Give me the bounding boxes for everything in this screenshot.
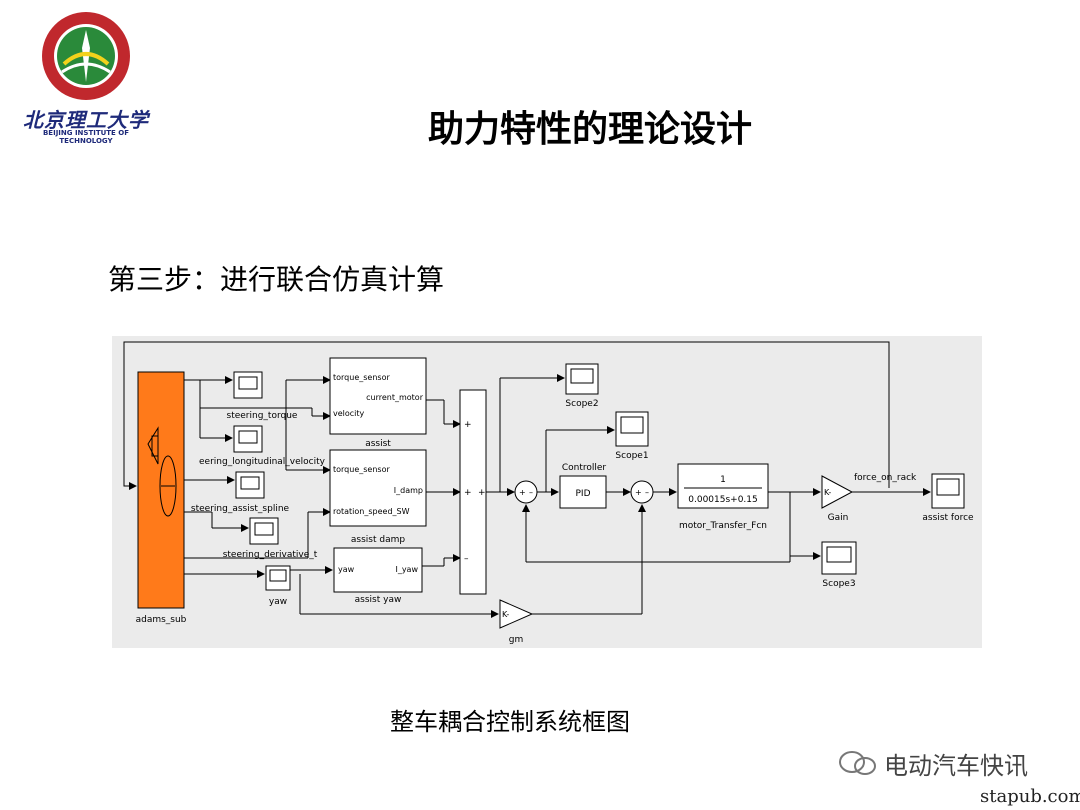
tf-numerator: 1 — [720, 475, 726, 485]
gain-block[interactable] — [821, 475, 854, 509]
assist-force-scope[interactable] — [931, 473, 965, 509]
simulink-diagram: adams_sub steering_torque eering_longitu… — [112, 336, 982, 648]
scope1[interactable] — [615, 411, 649, 447]
assist-yaw-in: yaw — [338, 565, 355, 574]
transfer-function-block[interactable] — [677, 463, 769, 509]
logo-seal — [42, 12, 130, 100]
scope-derivative[interactable] — [249, 517, 279, 545]
wechat-icon — [839, 751, 876, 775]
scope-derivative-label: steering_derivative_t — [223, 550, 318, 560]
scope2[interactable] — [565, 363, 599, 395]
logo-name-en: BEIJING INSTITUTE OF TECHNOLOGY — [42, 129, 130, 145]
scope-assist-spline[interactable] — [235, 471, 265, 499]
scope-steering-torque[interactable] — [233, 371, 263, 399]
scope-longitudinal-velocity-label: eering_longitudinal_velocity — [199, 457, 326, 467]
assist-yaw-block[interactable] — [333, 547, 423, 593]
scope2-label: Scope2 — [565, 399, 598, 409]
pid-label: PID — [575, 489, 590, 499]
scope-steering-torque-label: steering_torque — [227, 411, 298, 421]
sum-sign-2: + — [464, 488, 472, 498]
gm-value: K- — [502, 610, 509, 619]
scope1-label: Scope1 — [615, 451, 648, 461]
assist-damp-label: assist damp — [351, 535, 405, 545]
gain-label: Gain — [828, 513, 849, 523]
gain-value: K- — [824, 488, 831, 497]
sum1-minus: – — [529, 488, 533, 497]
tf-denominator: 0.00015s+0.15 — [688, 495, 758, 505]
scope-assist-spline-label: steering_assist_spline — [191, 504, 290, 514]
sum-sign-1: + — [464, 420, 472, 430]
gm-block[interactable] — [499, 599, 534, 629]
adams-sub-block[interactable] — [137, 371, 185, 609]
university-logo: 北京理工大学 BEIJING INSTITUTE OF TECHNOLOGY — [14, 8, 164, 145]
scope3-label: Scope3 — [822, 579, 855, 589]
sum2-minus: – — [645, 488, 649, 497]
assist-in1: torque_sensor — [333, 373, 390, 382]
sum-sign-4: – — [464, 554, 469, 564]
diagram-caption: 整车耦合控制系统框图 — [390, 708, 630, 736]
assist-label: assist — [365, 439, 391, 449]
assist-damp-in1: torque_sensor — [333, 465, 390, 474]
assist-in2: velocity — [333, 409, 365, 418]
scope3[interactable] — [821, 541, 857, 575]
assist-block[interactable] — [329, 357, 427, 435]
sum1-plus: + — [519, 488, 526, 497]
assist-damp-out: I_damp — [394, 486, 423, 495]
adams-sub-label: adams_sub — [136, 615, 187, 625]
wechat-account-name: 电动汽车快讯 — [884, 752, 1028, 780]
slide-title: 助力特性的理论设计 — [427, 109, 752, 150]
assist-damp-in2: rotation_speed_SW — [333, 507, 410, 516]
tf-label: motor_Transfer_Fcn — [679, 521, 767, 531]
sum-block[interactable] — [459, 389, 487, 595]
scope-yaw[interactable] — [265, 565, 291, 591]
site-watermark: stapub.com — [980, 786, 1080, 807]
pid-block[interactable] — [559, 475, 607, 509]
scope-yaw-label: yaw — [269, 597, 287, 607]
force-on-rack-label: force_on_rack — [854, 473, 917, 483]
diagram-canvas: adams_sub steering_torque eering_longitu… — [123, 341, 974, 645]
controller-label: Controller — [562, 463, 607, 473]
scope-longitudinal-velocity[interactable] — [233, 425, 263, 453]
assist-out: current_motor — [366, 393, 424, 402]
sum-sign-3: + — [478, 488, 486, 498]
assist-yaw-out: I_yaw — [395, 565, 418, 574]
assist-yaw-label: assist yaw — [355, 595, 402, 605]
gm-label: gm — [509, 635, 523, 645]
logo-name-cn: 北京理工大学 — [23, 108, 149, 132]
step-heading: 第三步：进行联合仿真计算 — [108, 263, 445, 296]
feedback-line — [123, 341, 890, 490]
assist-force-label: assist force — [922, 513, 974, 523]
assist-damp-block[interactable] — [329, 449, 427, 527]
sum2-plus: + — [635, 488, 642, 497]
